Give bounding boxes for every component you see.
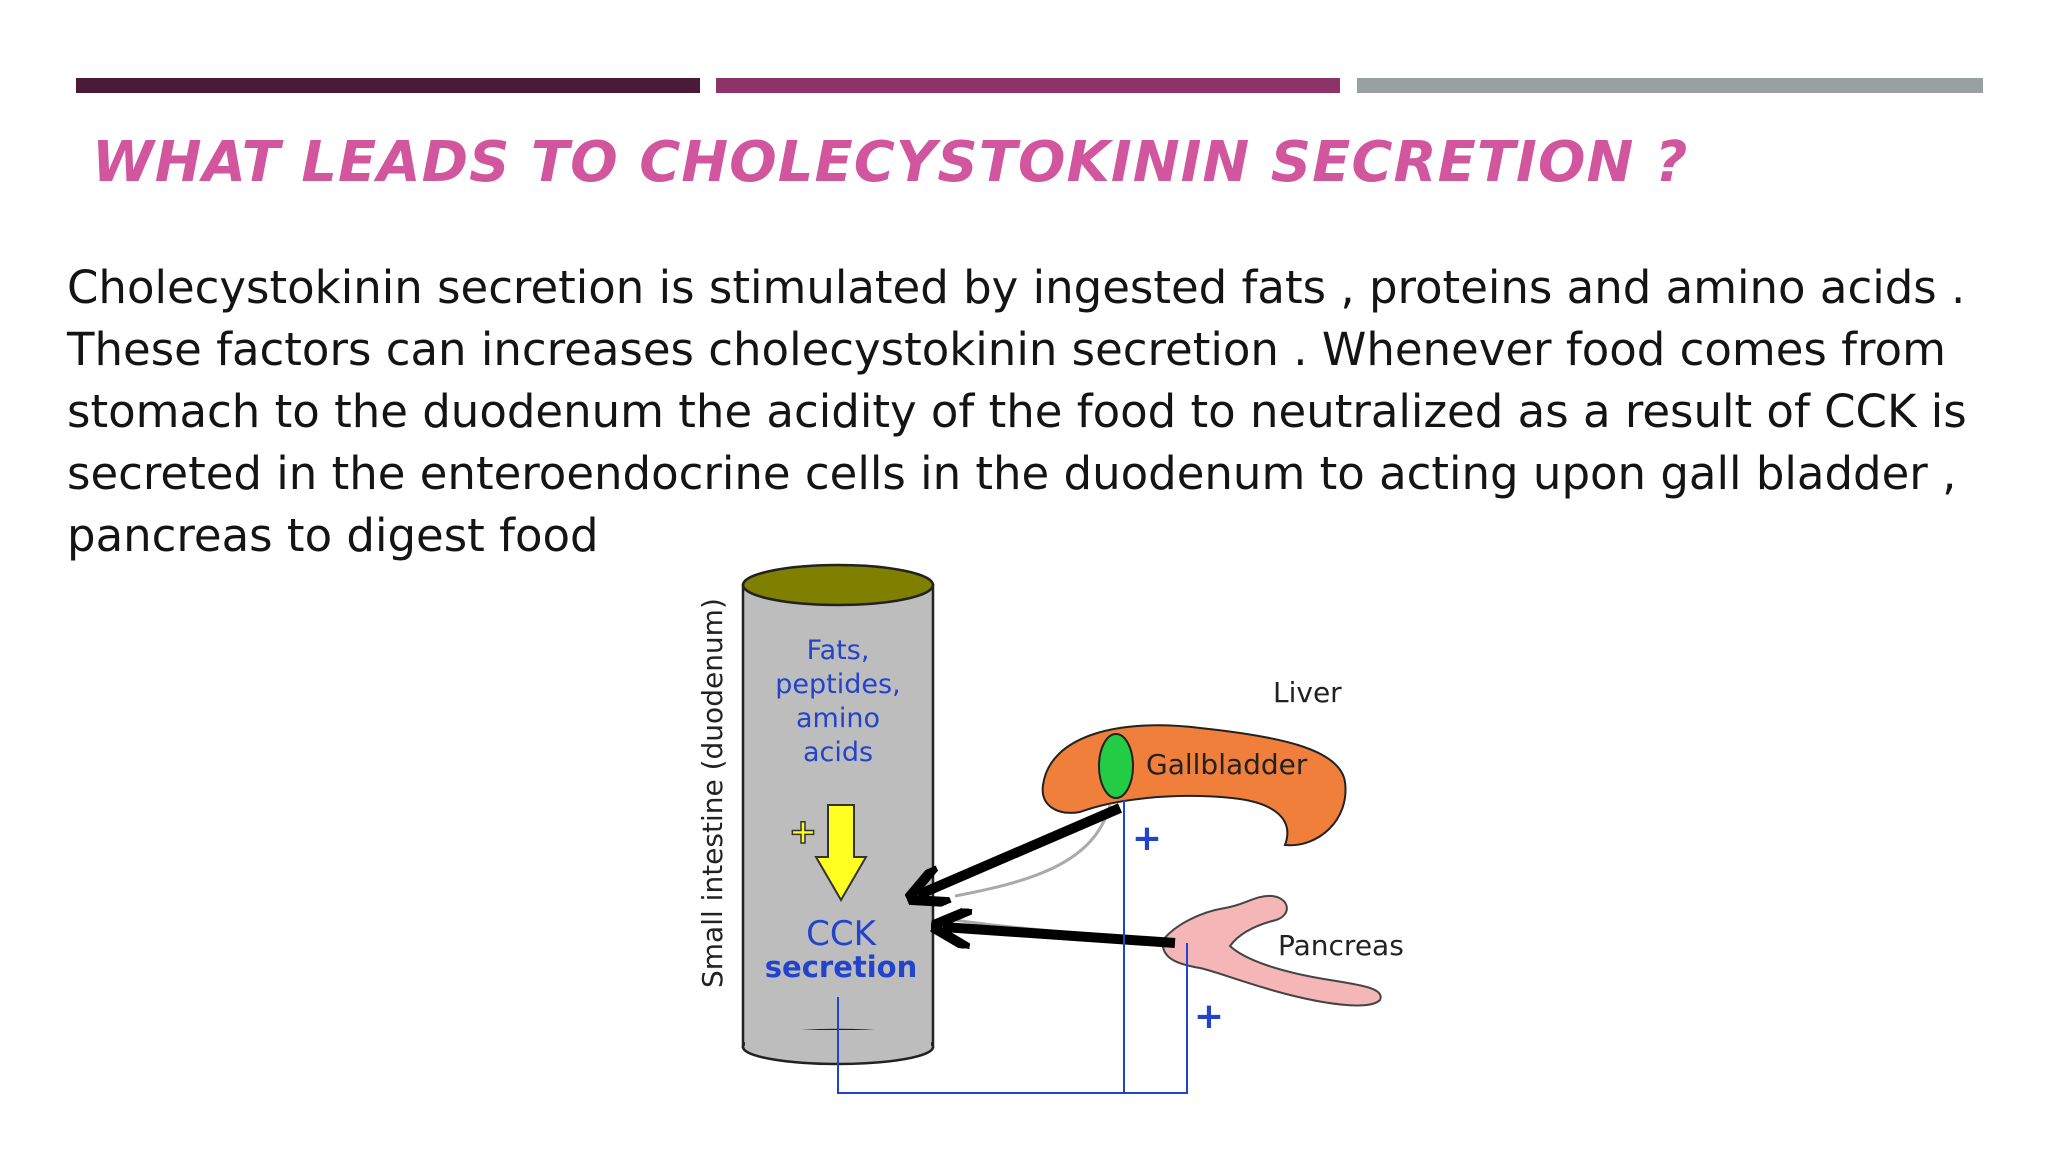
stimuli-line-3: amino	[796, 703, 880, 734]
intestine-top	[741, 563, 935, 607]
stimulation-plus-intestine: +	[789, 812, 818, 852]
liver-shape	[1041, 724, 1347, 847]
down-arrow-icon	[814, 804, 868, 902]
cck-label: CCK	[806, 914, 877, 954]
arrow-pancreas-to-cck	[943, 927, 1176, 943]
stimulation-plus-gallbladder: +	[1132, 818, 1162, 859]
arrow-gallbladder-to-cck	[918, 803, 1122, 895]
pancreas-label: Pancreas	[1278, 929, 1404, 962]
secretion-label: secretion	[765, 950, 917, 984]
bile-duct	[954, 804, 1112, 898]
slide-title: WHAT LEADS TO CHOLECYSTOKININ SECRETION …	[92, 130, 1689, 195]
accent-bar-dark	[76, 78, 700, 93]
liver-label: Liver	[1273, 676, 1342, 709]
intestine-label: Small intestine (duodenum)	[696, 598, 729, 988]
stimuli-line-2: peptides,	[775, 669, 900, 700]
stimuli-line-4: acids	[803, 737, 873, 768]
gallbladder-label: Gallbladder	[1146, 748, 1308, 781]
accent-bar-gray	[1357, 78, 1983, 93]
feedback-pathway	[837, 943, 1188, 1094]
stimulation-plus-pancreas: +	[1194, 996, 1224, 1037]
slide-body-text: Cholecystokinin secretion is stimulated …	[67, 261, 1967, 562]
stimuli-line-1: Fats,	[807, 635, 870, 666]
pancreas-shape	[1161, 894, 1382, 1007]
accent-bar-magenta	[716, 78, 1340, 93]
gallbladder-shape	[1098, 733, 1134, 799]
